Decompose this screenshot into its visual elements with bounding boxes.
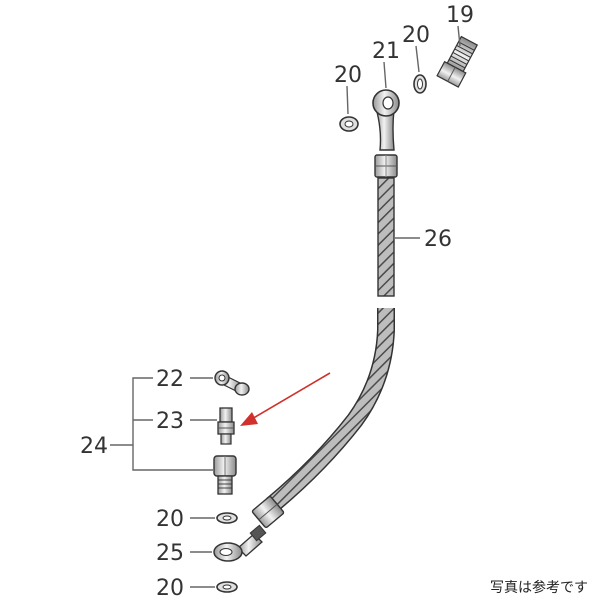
hose-nut-upper	[374, 154, 398, 178]
callout-25: 25	[156, 541, 184, 566]
washer-20-mid	[216, 512, 238, 524]
washer-20-top-right	[413, 74, 427, 94]
leader-20-top-right	[415, 45, 420, 73]
bleeder-nipple-23	[217, 407, 235, 445]
leader-21	[383, 61, 387, 89]
callout-23: 23	[156, 409, 184, 434]
adapter-bolt-24	[213, 455, 237, 495]
hose-nut-lower	[251, 495, 285, 529]
callout-20-mid: 20	[156, 507, 184, 532]
reference-photo-note: 写真は参考です	[490, 579, 588, 596]
leader-19	[457, 25, 461, 47]
washer-20-top-left	[339, 116, 359, 132]
callout-26: 26	[424, 227, 452, 252]
callout-19: 19	[446, 3, 474, 28]
braided-hose-26-lower	[266, 308, 395, 512]
banjo-bolt-19	[436, 35, 479, 88]
callout-20-top-right: 20	[402, 23, 430, 48]
callout-20-bottom: 20	[156, 576, 184, 600]
callout-20-top-left: 20	[334, 63, 362, 88]
leader-24-bracket	[132, 377, 213, 471]
highlight-arrow-icon	[240, 372, 331, 426]
callout-22: 22	[156, 367, 184, 392]
banjo-fitting-22	[214, 370, 250, 396]
callout-21: 21	[372, 39, 400, 64]
callout-24: 24	[80, 434, 108, 459]
leader-20-top-left	[346, 85, 349, 115]
braided-hose-26-upper	[377, 177, 395, 297]
banjo-fitting-21	[372, 89, 400, 151]
washer-20-bottom	[216, 581, 238, 593]
banjo-fitting-25	[213, 524, 267, 562]
